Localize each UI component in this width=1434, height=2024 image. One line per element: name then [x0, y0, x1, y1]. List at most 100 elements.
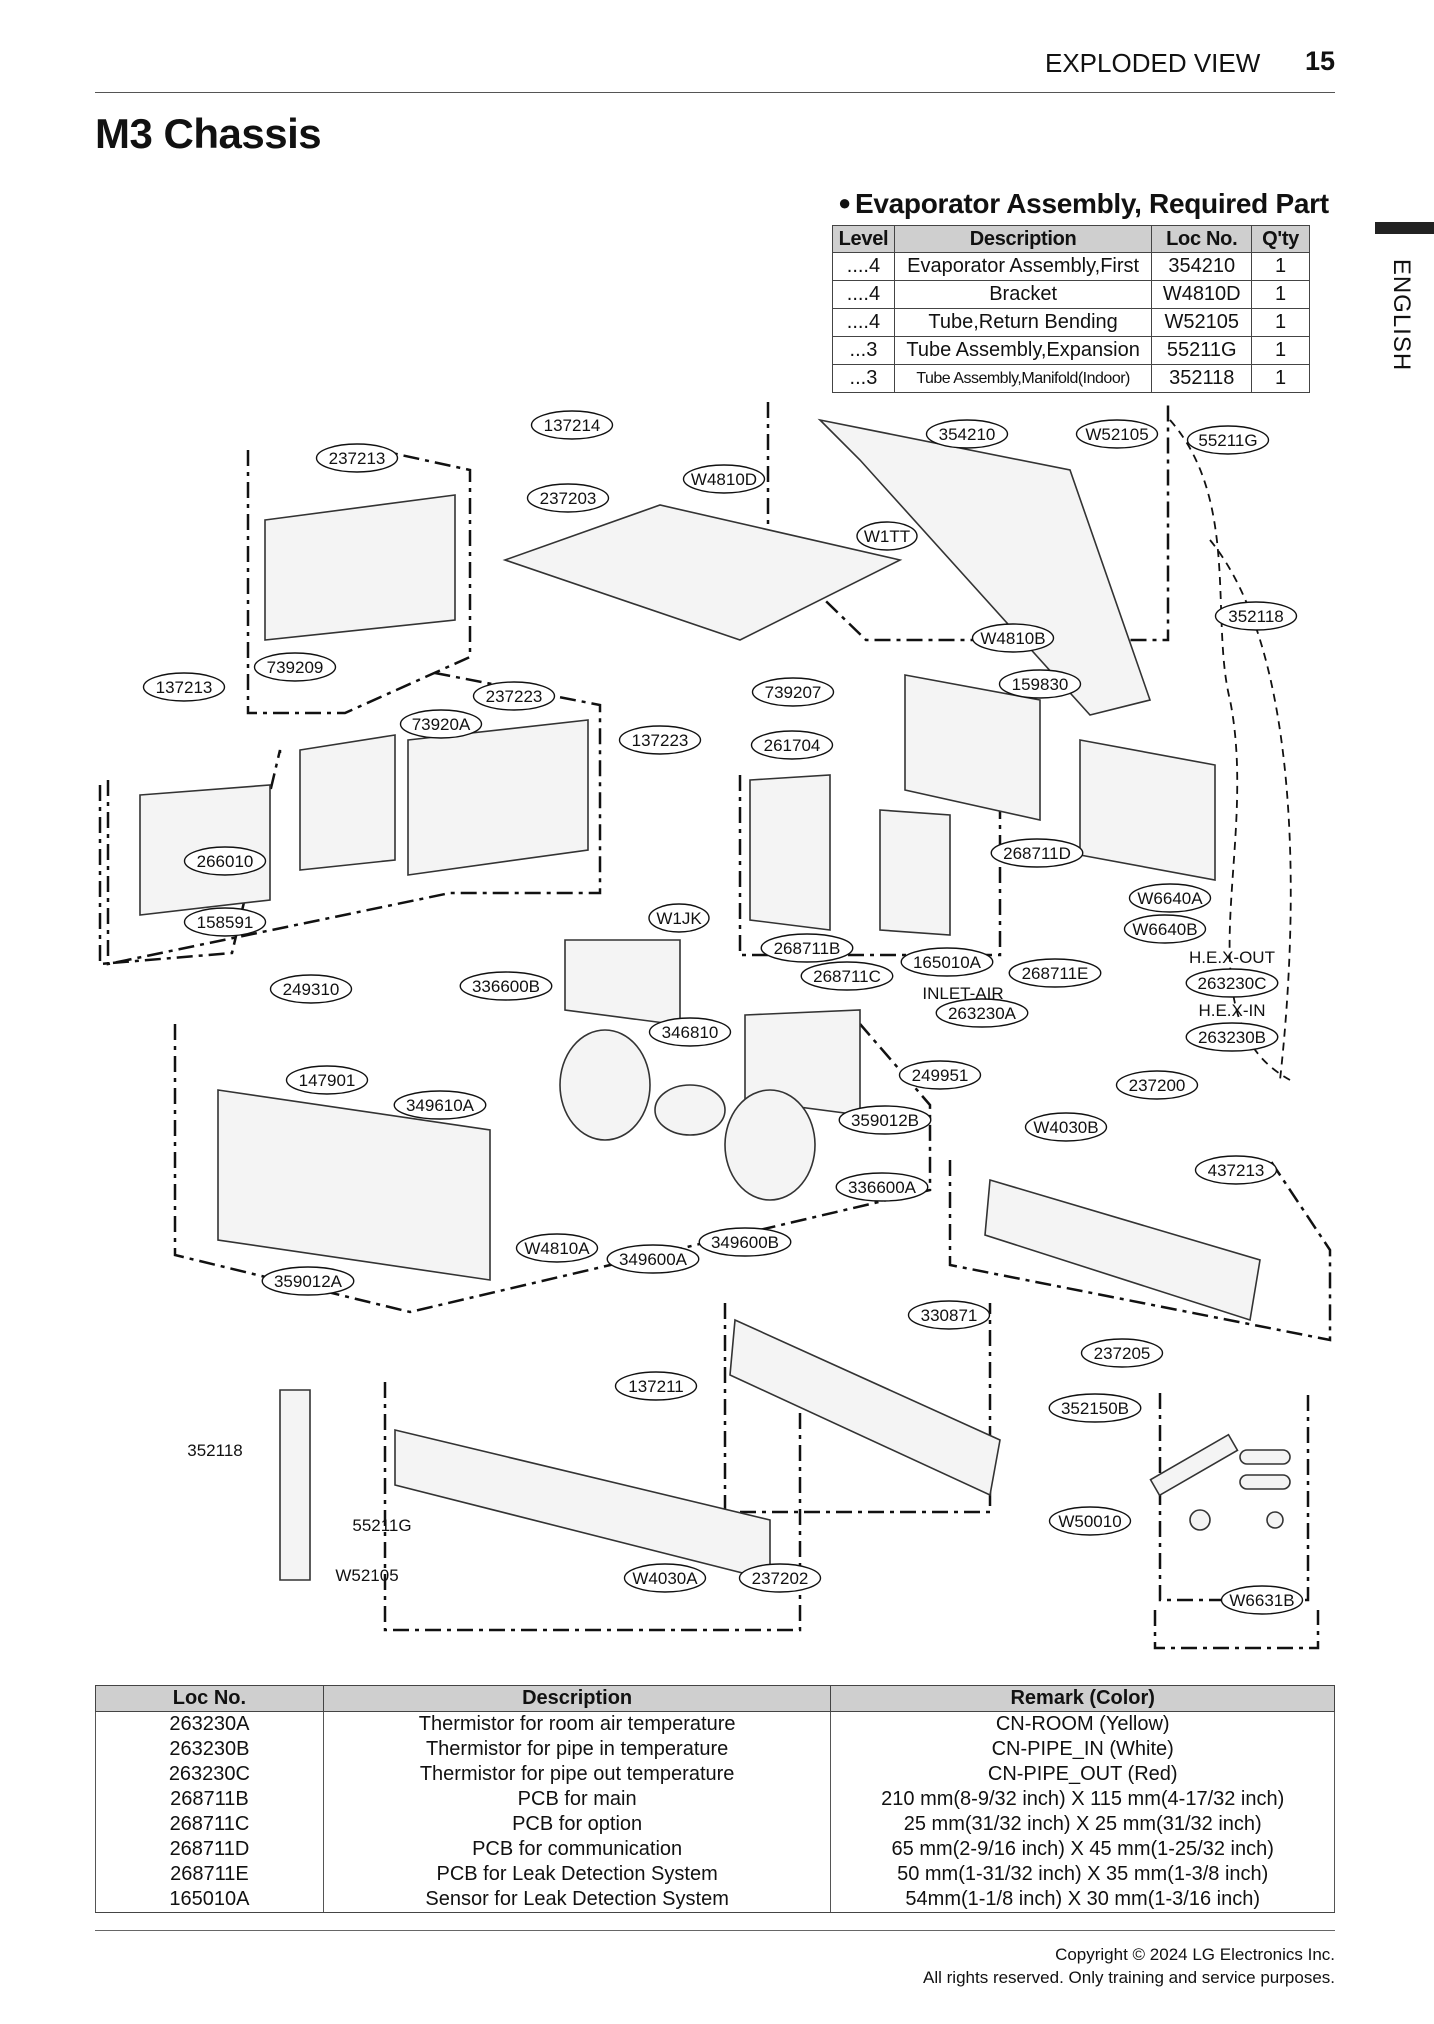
callout-oval: [738, 1563, 822, 1593]
control-plate-shape: [299, 734, 396, 871]
callout-oval: [606, 1244, 700, 1274]
callout-label: 268711B: [760, 933, 854, 963]
cell-description: Thermistor for room air temperature: [322, 1711, 832, 1737]
callout-oval: [751, 677, 835, 707]
callout-oval: [1128, 883, 1212, 913]
callout-text: 137223: [632, 731, 689, 750]
callout-text: 739209: [267, 658, 324, 677]
cell-loc-no: 354210: [1151, 252, 1253, 281]
callout-oval: [1048, 1393, 1142, 1423]
group-outline: [766, 402, 1170, 642]
callout-text: W1TT: [864, 527, 910, 546]
callout-text: 263230A: [948, 1004, 1017, 1023]
callout-oval: [1220, 1585, 1304, 1615]
callout-label: W6640A: [1128, 883, 1212, 913]
callout-oval: [698, 1227, 792, 1257]
required-parts-table: Level Description Loc No. Q'ty ....4 Eva…: [832, 225, 1310, 393]
callout-text: 249310: [283, 980, 340, 999]
blower-housing-shape: [564, 939, 681, 1026]
group-outline: [948, 1159, 1332, 1342]
callout-text: W52105: [1085, 425, 1148, 444]
hose-shape: [1149, 1433, 1239, 1497]
footer-divider: [95, 1930, 1335, 1931]
callout-text: W1JK: [656, 909, 702, 928]
cell-loc-no: W4810D: [1151, 280, 1253, 309]
callout-oval: [393, 1090, 487, 1120]
callout-oval: [1008, 958, 1102, 988]
callout-text: 266010: [197, 852, 254, 871]
callout-label: W4030B: [1024, 1112, 1108, 1142]
cell-description: Tube,Return Bending: [893, 308, 1153, 337]
callout-oval: [935, 998, 1029, 1028]
callout-oval: [835, 1172, 929, 1202]
callout-oval: [285, 1065, 369, 1095]
callout-oval: [472, 681, 556, 711]
callout-label: 349600A: [606, 1244, 700, 1274]
callout-oval: [261, 1266, 355, 1296]
callout-text: W4810D: [691, 470, 757, 489]
cell-description: Evaporator Assembly,First: [893, 252, 1153, 281]
fan-wheel-shape: [559, 1029, 651, 1141]
cell-loc-no: 268711D: [95, 1837, 324, 1862]
callout-label: 237205: [1080, 1338, 1164, 1368]
callout-label: 263230C: [1185, 968, 1279, 998]
group-outline: [1153, 1610, 1320, 1650]
callout-text: 137213: [156, 678, 213, 697]
callout-text: W4810B: [980, 629, 1045, 648]
bullet-icon: ●: [838, 190, 851, 215]
page-number: 15: [1305, 46, 1336, 76]
cell-remark: 50 mm(1-31/32 inch) X 35 mm(1-3/8 inch): [830, 1862, 1335, 1887]
callout-text: 352118: [187, 1441, 242, 1460]
cell-loc-no: 268711C: [95, 1812, 324, 1837]
callout-oval: [971, 623, 1055, 653]
callout-label: 739209: [253, 652, 337, 682]
callout-label: 354210: [925, 419, 1009, 449]
callout-oval: [183, 846, 267, 876]
callout-oval: [1185, 968, 1279, 998]
spec-table: Loc No. Description Remark (Color) 26323…: [95, 1685, 1335, 1913]
callout-text: 330871: [921, 1306, 978, 1325]
callout-label: 349610A: [393, 1090, 487, 1120]
cell-qty: 1: [1251, 364, 1310, 393]
callout-oval: [750, 730, 834, 760]
callout-oval: [838, 1105, 932, 1135]
callout-text: 349600B: [711, 1233, 779, 1252]
top-panel-shape: [502, 504, 903, 641]
callout-label: 349600B: [698, 1227, 792, 1257]
callout-oval: [1115, 1070, 1199, 1100]
callout-oval: [515, 1233, 599, 1263]
spec-header-row: Loc No. Description Remark (Color): [95, 1685, 1335, 1712]
callout-label: 165010A: [900, 947, 994, 977]
callout-label: 437213: [1194, 1155, 1278, 1185]
cell-remark: CN-ROOM (Yellow): [830, 1711, 1335, 1737]
filter-shape: [1079, 739, 1216, 881]
callout-label: 237223: [472, 681, 556, 711]
callout-oval: [142, 672, 226, 702]
side-panel-shape: [264, 494, 456, 641]
cell-description: Sensor for Leak Detection System: [322, 1887, 832, 1913]
callout-label: W50010: [1048, 1506, 1132, 1536]
group-outline: [1158, 1393, 1310, 1602]
cell-loc-no: 263230A: [95, 1711, 324, 1737]
callout-label: 263230B: [1185, 1022, 1279, 1052]
callout-oval: [618, 725, 702, 755]
callout-oval: [530, 410, 614, 440]
callout-oval: [315, 443, 399, 473]
callout-label: 237203: [526, 483, 610, 513]
callout-label: 352118: [1214, 601, 1298, 631]
callout-label: 352150B: [1048, 1393, 1142, 1423]
col-header-level: Level: [832, 225, 895, 253]
callout-label: 237213: [315, 443, 399, 473]
callout-label: 268711D: [990, 838, 1084, 868]
callout-oval: [1048, 1506, 1132, 1536]
group-outline: [383, 1382, 802, 1632]
callout-oval: [623, 1563, 707, 1593]
cell-loc-no: 165010A: [95, 1887, 324, 1913]
cell-level: ....4: [832, 252, 895, 281]
callout-text: 237213: [329, 449, 386, 468]
cell-loc-no: 263230C: [95, 1762, 324, 1787]
